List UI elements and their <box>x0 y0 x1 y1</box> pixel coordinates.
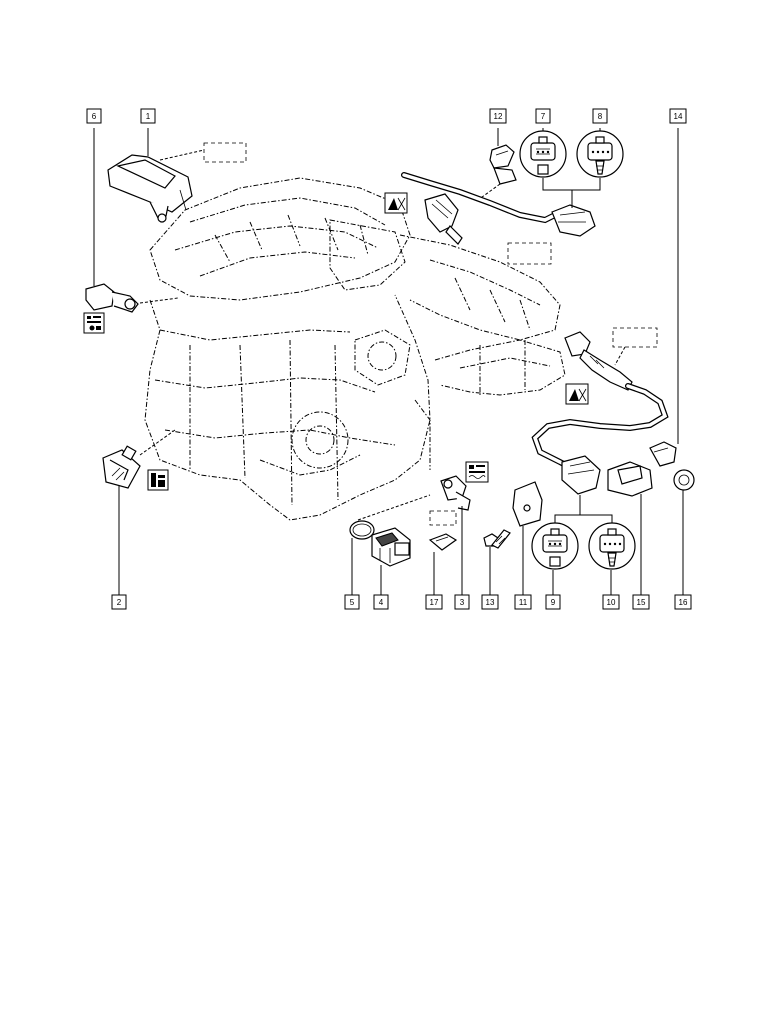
upstream-oxygen-sensor-harness <box>401 172 596 245</box>
callout-2-label: 2 <box>117 598 122 607</box>
callout-1-label: 1 <box>146 112 151 121</box>
callout-3: 3 <box>454 594 470 610</box>
callout-8-label: 8 <box>598 112 603 121</box>
part-9-connector-inset <box>531 522 579 570</box>
leader-part-1-ref <box>159 149 205 161</box>
part-10-connector-inset <box>588 522 636 570</box>
leader-connectors-9-10 <box>554 495 613 523</box>
callout-4-label: 4 <box>379 598 384 607</box>
callout-2: 2 <box>111 594 127 610</box>
leader-part-4-mount <box>357 494 431 521</box>
part-5-o-ring <box>349 520 375 540</box>
callout-17-label: 17 <box>430 598 439 607</box>
reference-box-part-1 <box>203 142 247 163</box>
callout-9: 9 <box>545 594 561 610</box>
knock-sensor-symbol <box>147 469 169 491</box>
part-6-sensor-with-connector <box>85 283 139 313</box>
part-16-grommet <box>673 469 695 491</box>
part-14-clip <box>649 441 677 467</box>
reference-box-part-14 <box>612 327 658 348</box>
downstream-oxygen-sensor-symbol <box>565 383 589 405</box>
callout-13-label: 13 <box>486 598 495 607</box>
callout-15-label: 15 <box>637 598 646 607</box>
callout-12: 12 <box>489 108 507 124</box>
leader-part-14-ref <box>614 346 626 366</box>
oil-pressure-symbol <box>465 461 489 483</box>
part-3-pressure-sensor <box>440 475 471 511</box>
map-sensor-symbol <box>83 312 105 334</box>
callout-11-label: 11 <box>519 598 528 607</box>
callout-9-label: 9 <box>551 598 556 607</box>
callout-4: 4 <box>373 594 389 610</box>
callout-7: 7 <box>535 108 551 124</box>
callout-17: 17 <box>425 594 443 610</box>
part-12-wire-clip <box>489 144 517 185</box>
callout-8: 8 <box>592 108 608 124</box>
leader-part-6-mount <box>139 297 179 304</box>
part-17-clip <box>428 533 458 551</box>
leader-part-2-mount <box>139 429 176 456</box>
part-4-temperature-sensor <box>371 527 411 567</box>
callout-6: 6 <box>86 108 102 124</box>
part-15-support <box>607 461 653 497</box>
callout-10: 10 <box>602 594 620 610</box>
callout-16-label: 16 <box>679 598 688 607</box>
callout-16: 16 <box>674 594 692 610</box>
callout-7-label: 7 <box>541 112 546 121</box>
callout-10-label: 10 <box>607 598 616 607</box>
leader-connectors-7-8 <box>542 178 601 208</box>
upstream-oxygen-sensor-symbol <box>384 192 408 214</box>
callout-14-label: 14 <box>674 112 683 121</box>
callout-5: 5 <box>344 594 360 610</box>
part-8-connector-inset <box>576 130 624 178</box>
callout-12-label: 12 <box>494 112 503 121</box>
callout-11: 11 <box>514 594 532 610</box>
callout-14: 14 <box>669 108 687 124</box>
callout-1: 1 <box>140 108 156 124</box>
reference-box-part-12 <box>507 242 552 265</box>
reference-box-part-3 <box>429 510 457 526</box>
callout-5-label: 5 <box>350 598 355 607</box>
part-1-map-sensor <box>107 154 193 223</box>
callout-6-label: 6 <box>92 112 97 121</box>
part-7-connector-inset <box>519 130 567 178</box>
callout-13: 13 <box>481 594 499 610</box>
engine-block-outline <box>144 177 566 521</box>
part-2-sensor <box>102 445 141 489</box>
callout-3-label: 3 <box>460 598 465 607</box>
part-13-bolt <box>483 529 511 549</box>
downstream-oxygen-sensor-harness <box>531 331 669 495</box>
part-11-bracket <box>512 481 543 527</box>
callout-15: 15 <box>632 594 650 610</box>
